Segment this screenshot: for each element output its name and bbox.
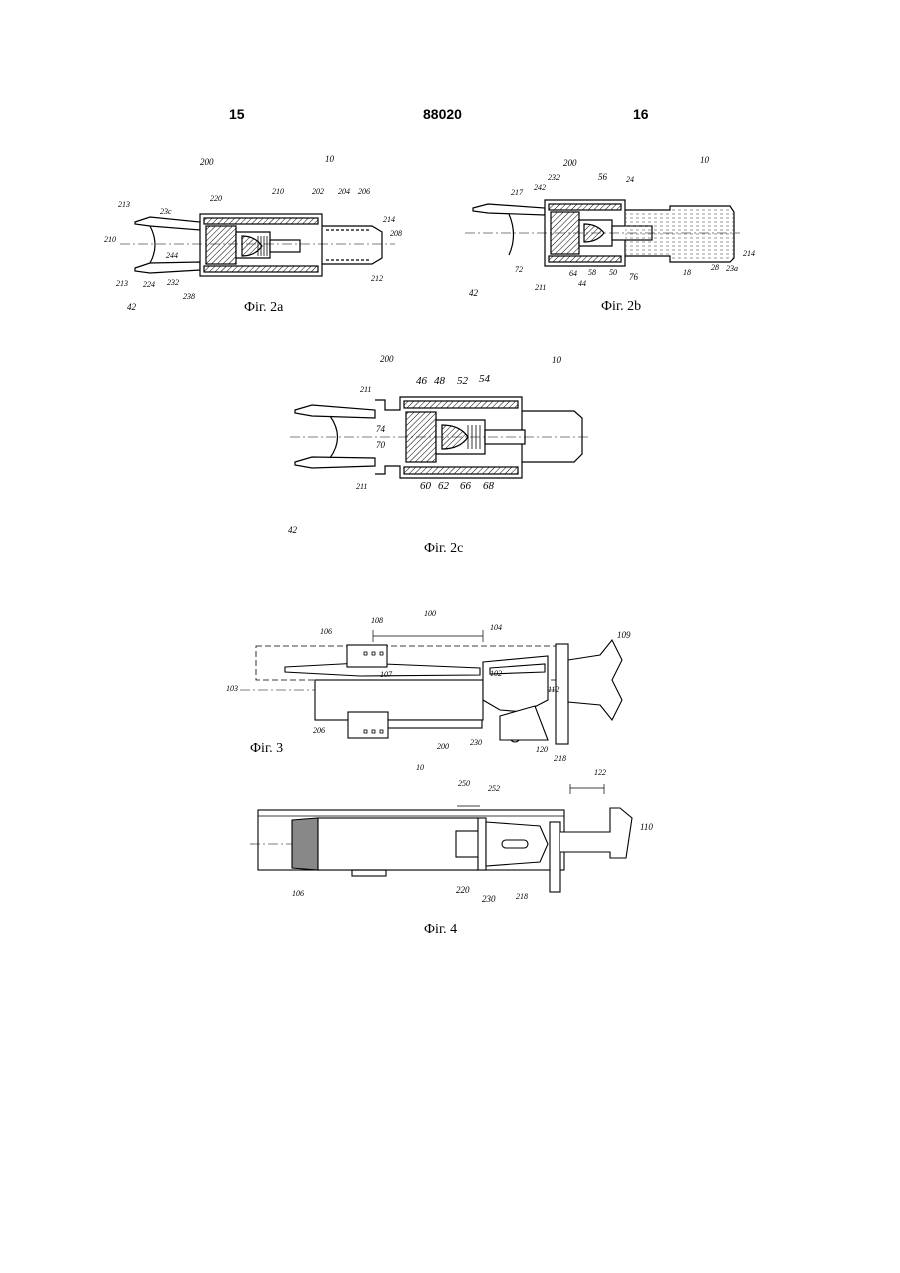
label-238: 238 [183, 292, 195, 301]
label-56: 56 [598, 172, 608, 182]
label-103: 103 [226, 684, 238, 693]
label-252: 252 [488, 784, 500, 793]
label-109: 109 [617, 630, 631, 640]
label-214: 214 [743, 249, 755, 258]
label-213: 213 [118, 200, 130, 209]
label-210: 210 [272, 187, 284, 196]
label-230: 230 [470, 738, 482, 747]
label-230: 230 [482, 894, 496, 904]
label-212: 212 [371, 274, 383, 283]
label-23a: 23a [726, 264, 738, 273]
label-120: 120 [536, 745, 548, 754]
label-244: 244 [166, 251, 178, 260]
label-218: 218 [516, 892, 528, 901]
label-104: 104 [490, 623, 502, 632]
label-211: 211 [360, 385, 371, 394]
label-64: 64 [569, 269, 577, 278]
label-106: 106 [320, 627, 332, 636]
label-204: 204 [338, 187, 350, 196]
label-232: 232 [167, 278, 179, 287]
figure-2b [465, 200, 740, 266]
label-42: 42 [469, 288, 479, 298]
label-54: 54 [479, 373, 491, 385]
label-200: 200 [380, 354, 394, 364]
label-60: 60 [420, 480, 432, 492]
label-202: 202 [312, 187, 324, 196]
label-100: 100 [424, 609, 436, 618]
caption-fig-2b: Фіг. 2b [601, 299, 641, 315]
label-107: 107 [380, 670, 393, 679]
label-10: 10 [552, 355, 562, 365]
label-224: 224 [143, 280, 155, 289]
label-210-left: 210 [104, 235, 116, 244]
label-220: 220 [456, 885, 470, 895]
label-217: 217 [511, 188, 524, 197]
label-28: 28 [711, 263, 719, 272]
label-110: 110 [640, 822, 653, 832]
label-232: 232 [548, 173, 560, 182]
figure-2a [120, 214, 395, 276]
label-211-bottom: 211 [356, 482, 367, 491]
label-42: 42 [127, 302, 137, 312]
caption-fig-2c: Фіг. 2c [424, 541, 463, 557]
label-68: 68 [483, 480, 495, 492]
label-10: 10 [700, 155, 710, 165]
label-214: 214 [383, 215, 395, 224]
label-50: 50 [609, 268, 617, 277]
label-58: 58 [588, 268, 596, 277]
label-18: 18 [683, 268, 691, 277]
label-52: 52 [457, 375, 469, 387]
caption-fig-4: Фіг. 4 [424, 922, 457, 938]
label-250: 250 [458, 779, 470, 788]
label-10: 10 [416, 763, 424, 772]
label-44: 44 [578, 279, 586, 288]
label-213-bottom: 213 [116, 279, 128, 288]
label-200: 200 [563, 158, 577, 168]
label-10: 10 [325, 154, 335, 164]
label-220: 220 [210, 194, 222, 203]
label-72: 72 [515, 265, 523, 274]
label-242: 242 [534, 183, 546, 192]
figure-2c [290, 397, 590, 478]
label-66: 66 [460, 480, 472, 492]
label-206: 206 [358, 187, 370, 196]
label-23c: 23c [160, 207, 172, 216]
label-74: 74 [376, 424, 386, 434]
label-211: 211 [535, 283, 546, 292]
figure-4 [250, 784, 632, 892]
label-62: 62 [438, 480, 450, 492]
label-208: 208 [390, 229, 402, 238]
label-42: 42 [288, 525, 298, 535]
label-70: 70 [376, 440, 386, 450]
label-218: 218 [554, 754, 566, 763]
label-122: 122 [594, 768, 606, 777]
label-200: 200 [200, 157, 214, 167]
label-112: 112 [548, 685, 559, 694]
figure-3 [240, 630, 622, 744]
label-76: 76 [629, 272, 639, 282]
caption-fig-2a: Фіг. 2а [244, 300, 283, 316]
label-24: 24 [626, 175, 634, 184]
label-200: 200 [437, 742, 449, 751]
label-48: 48 [434, 375, 446, 387]
label-206: 206 [313, 726, 325, 735]
label-102: 102 [490, 669, 502, 678]
label-106: 106 [292, 889, 304, 898]
caption-fig-3: Фіг. 3 [250, 741, 283, 757]
label-108: 108 [371, 616, 383, 625]
label-46: 46 [416, 375, 428, 387]
